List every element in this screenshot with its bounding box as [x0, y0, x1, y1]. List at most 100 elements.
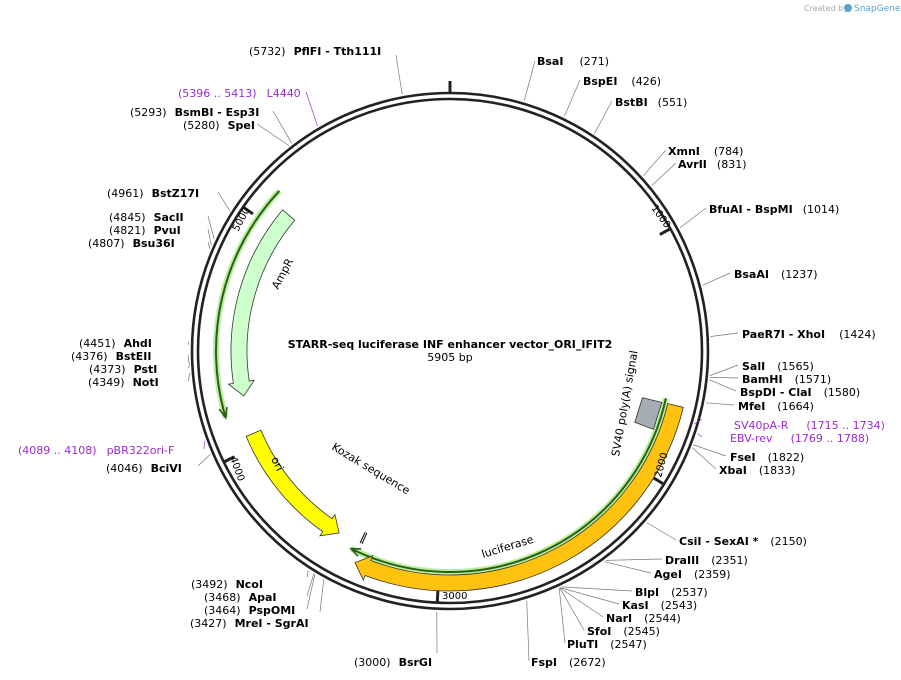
- site-label-mrei-sgrai[interactable]: (3427)MreI - SgrAI: [190, 617, 309, 630]
- primer-labels: SV40pA-R(1715 .. 1734) EBV-rev(1769 .. 1…: [18, 87, 885, 457]
- feature-ampr-arrow: [227, 209, 296, 397]
- site-label-bsrgi[interactable]: (3000)BsrGI: [354, 656, 432, 669]
- site-label-avrii[interactable]: AvrII(831): [678, 158, 747, 171]
- site-label-pflfi-tth111i[interactable]: (5732)PflFI - Tth111I: [249, 45, 381, 58]
- feature-label-kozak[interactable]: Kozak sequence: [329, 440, 412, 497]
- luciferase-orf-line: [350, 398, 667, 573]
- feature-kozak-mark-a: [361, 532, 368, 545]
- leader-line: [207, 241, 211, 249]
- tick-3000: [435, 590, 440, 603]
- site-label-csii-sexai[interactable]: CsiI - SexAI *(2150): [679, 535, 807, 548]
- leader-line: [643, 149, 667, 176]
- primer-label-pbr322ori-f[interactable]: (4089 .. 4108)pBR322ori-F: [18, 444, 174, 457]
- leader-line: [605, 558, 663, 561]
- snapgene-logo-icon: [844, 4, 852, 12]
- site-label-pluti[interactable]: PluTI(2547): [567, 638, 647, 651]
- site-label-bsai[interactable]: BsaI(271): [537, 55, 609, 68]
- feature-label-ampr[interactable]: AmpR: [269, 256, 296, 291]
- credit-prefix: Created by: [804, 4, 848, 13]
- site-label-apai[interactable]: (3468)ApaI: [204, 591, 276, 604]
- site-label-bamhi[interactable]: BamHI(1571): [742, 373, 831, 386]
- site-label-fspi[interactable]: FspI(2672): [531, 656, 606, 669]
- site-label-bstz17i[interactable]: (4961)BstZ17I: [107, 187, 199, 200]
- leader-line: [563, 79, 581, 117]
- leader-line: [187, 373, 191, 382]
- site-label-draiii[interactable]: DraIII(2351): [665, 554, 748, 567]
- leader-line: [693, 418, 703, 425]
- leader-line: [561, 586, 633, 592]
- primer-label-ebv-rev[interactable]: EBV-rev(1769 .. 1788): [730, 432, 869, 445]
- primer-label-sv40pa-r[interactable]: SV40pA-R(1715 .. 1734): [734, 419, 885, 432]
- leader-line: [709, 379, 737, 392]
- leader-line: [256, 123, 290, 146]
- site-label-xmni[interactable]: XmnI(784): [668, 145, 743, 158]
- site-labels-right: BsaI(271) BspEI(426) BstBI(551) XmnI(784…: [531, 55, 876, 669]
- leader-line: [705, 402, 735, 406]
- leader-line: [272, 110, 293, 144]
- site-label-ahdi[interactable]: (4451)AhdI: [79, 337, 152, 350]
- site-label-spei[interactable]: (5280)SpeI: [183, 119, 255, 132]
- backbone-inner-strand: [196, 97, 704, 605]
- leader-line: [217, 191, 231, 212]
- ampr-orf-line: [215, 190, 281, 419]
- site-label-sacii[interactable]: (4845)SacII: [109, 211, 184, 224]
- site-label-psti[interactable]: (4373)PstI: [89, 363, 157, 376]
- feature-label-ori[interactable]: ori: [268, 455, 286, 474]
- tick-1000: [659, 227, 672, 236]
- leader-line: [709, 376, 739, 379]
- feature-sv40-polya-box: [634, 397, 663, 430]
- feature-label-sv40-polya[interactable]: SV40 poly(A) signal: [609, 349, 640, 457]
- site-label-bstbi[interactable]: BstBI(551): [615, 96, 687, 109]
- tick-label-4000: 4000: [227, 455, 246, 483]
- credit-brand: SnapGene: [854, 4, 901, 14]
- site-label-bfuai-bspmi[interactable]: BfuAI - BspMI(1014): [709, 203, 839, 216]
- leader-line: [306, 573, 315, 597]
- site-label-bspdi-clai[interactable]: BspDI - ClaI(1580): [740, 386, 860, 399]
- site-label-bsteii[interactable]: (4376)BstEII: [71, 350, 151, 363]
- site-label-sali[interactable]: SalI(1565): [742, 360, 814, 373]
- site-label-bspei[interactable]: BspEI(426): [583, 75, 661, 88]
- site-label-blpi[interactable]: BlpI(2537): [635, 586, 708, 599]
- site-label-pspomi[interactable]: (3464)PspOMI: [204, 604, 295, 617]
- site-label-bsu36i[interactable]: (4807)Bsu36I: [88, 237, 175, 250]
- site-label-kasi[interactable]: KasI(2543): [622, 599, 697, 612]
- leader-line: [604, 561, 652, 574]
- site-label-noti[interactable]: (4349)NotI: [88, 376, 159, 389]
- site-label-ncoi[interactable]: (3492)NcoI: [191, 578, 263, 591]
- leader-line: [523, 60, 536, 101]
- leader-line: [651, 162, 677, 186]
- site-label-bcivi[interactable]: (4046)BciVI: [106, 462, 182, 475]
- site-label-fsei[interactable]: FseI(1822): [730, 451, 804, 464]
- site-label-pvui[interactable]: (4821)PvuI: [109, 224, 181, 237]
- site-label-agei[interactable]: AgeI(2359): [654, 568, 731, 581]
- leader-line: [692, 447, 717, 470]
- tick-label-3000: 3000: [442, 591, 467, 602]
- leader-line: [679, 207, 707, 229]
- site-label-sfoi[interactable]: SfoI(2545): [587, 625, 660, 638]
- leader-lines: [187, 54, 739, 662]
- leader-line: [395, 54, 403, 95]
- leader-line: [646, 522, 677, 541]
- leader-line: [558, 588, 566, 644]
- site-label-paer7i-xhoi[interactable]: PaeR7I - XhoI(1424): [742, 328, 876, 341]
- leader-line: [306, 574, 316, 610]
- site-label-nari[interactable]: NarI(2544): [606, 612, 681, 625]
- feature-ori-arrow: [245, 429, 340, 537]
- site-label-bsaai[interactable]: BsaAI(1237): [734, 268, 818, 281]
- leader-line: [207, 228, 212, 246]
- site-label-bsmbi-esp3i[interactable]: (5293)BsmBI - Esp3I: [130, 106, 259, 119]
- ampr-orf-line-head: [218, 407, 228, 420]
- map-title: STARR-seq luciferase INF enhancer vector…: [288, 338, 613, 351]
- leader-line: [559, 587, 585, 631]
- site-label-mfei[interactable]: MfeI(1664): [738, 400, 814, 413]
- leader-line: [187, 341, 190, 345]
- leader-line: [207, 215, 215, 240]
- site-label-xbai[interactable]: XbaI(1833): [719, 464, 795, 477]
- primer-label-l4440[interactable]: (5396 .. 5413)L4440: [178, 87, 301, 100]
- feature-luciferase-arrow: [354, 403, 684, 592]
- leader-line: [306, 570, 309, 578]
- leader-line: [710, 332, 739, 337]
- tick-label-1000: 1000: [649, 203, 673, 230]
- map-length: 5905 bp: [427, 351, 472, 364]
